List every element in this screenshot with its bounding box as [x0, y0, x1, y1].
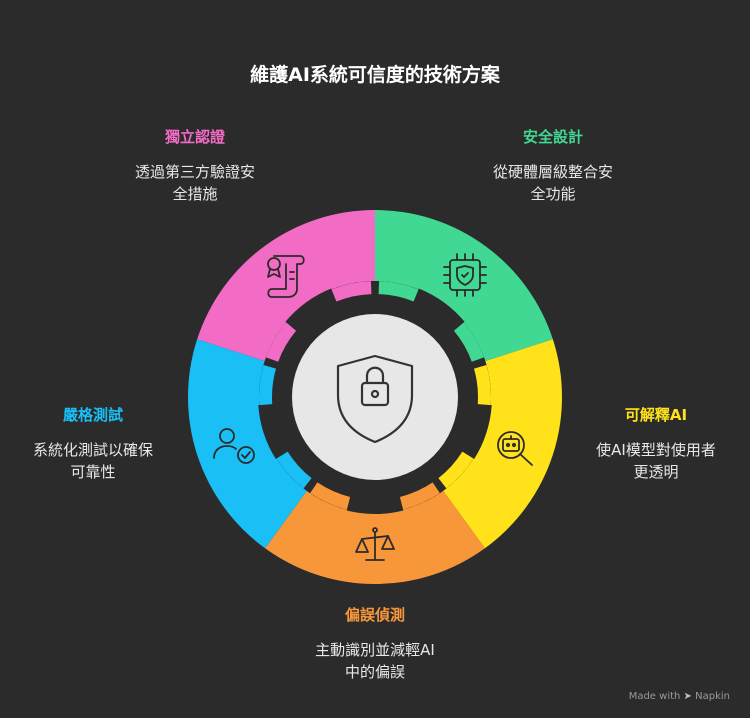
scale-icon — [355, 527, 395, 561]
page-title: 維護AI系統可信度的技術方案 — [250, 64, 500, 86]
segment-description: 主動識別並減輕AI 中的偏誤 — [315, 641, 435, 681]
segment-heading: 嚴格測試 — [62, 406, 123, 424]
inner-notch — [258, 403, 295, 460]
napkin-brand: Napkin — [695, 691, 730, 702]
label-security-by-design: 安全設計 從硬體層級整合安 全功能 — [458, 126, 648, 205]
segment-description: 使AI模型對使用者 更透明 — [596, 441, 716, 481]
user-check-icon — [213, 428, 255, 464]
segment-tab — [310, 482, 351, 510]
segment-heading: 可解釋AI — [624, 406, 688, 424]
segment-tab — [265, 322, 297, 362]
segment-heading: 獨立認證 — [164, 128, 225, 146]
ring-segment — [375, 210, 553, 362]
inner-notch — [285, 288, 340, 336]
segment-tab — [474, 365, 492, 406]
segment-tab — [259, 365, 276, 406]
shield-lock-icon — [336, 354, 414, 444]
label-explainable-ai: 可解釋AI 使AI模型對使用者 更透明 — [571, 404, 741, 483]
segment-heading: 安全設計 — [522, 128, 583, 146]
chip-shield-icon — [443, 253, 487, 297]
inner-notch — [455, 403, 492, 460]
segment-tab — [399, 482, 440, 510]
segment-tab — [438, 451, 474, 489]
footer: Made with ➤ Napkin — [629, 691, 730, 702]
segment-tab — [331, 281, 372, 302]
label-bias-detection: 偏誤偵測 主動識別並減輕AI 中的偏誤 — [280, 604, 470, 683]
label-independent-certification: 獨立認證 透過第三方驗證安 全措施 — [100, 126, 290, 205]
segment-heading: 偏誤偵測 — [344, 606, 405, 624]
segment-tab — [453, 322, 485, 362]
made-with-text: Made with — [628, 691, 681, 702]
segment-tab — [276, 451, 312, 489]
segment-description: 從硬體層級整合安 全功能 — [492, 163, 613, 203]
inner-notch — [346, 489, 404, 514]
segment-description: 透過第三方驗證安 全措施 — [134, 163, 255, 203]
napkin-logo-icon: ➤ — [683, 691, 692, 702]
segment-tab — [378, 281, 419, 302]
certificate-icon — [267, 255, 305, 298]
ring-segment — [188, 339, 307, 549]
segment-description: 系統化測試以確保 可靠性 — [32, 441, 153, 481]
inner-notch — [410, 288, 465, 336]
label-rigorous-testing: 嚴格測試 系統化測試以確保 可靠性 — [8, 404, 178, 483]
robot-magnifier-icon — [497, 431, 533, 466]
